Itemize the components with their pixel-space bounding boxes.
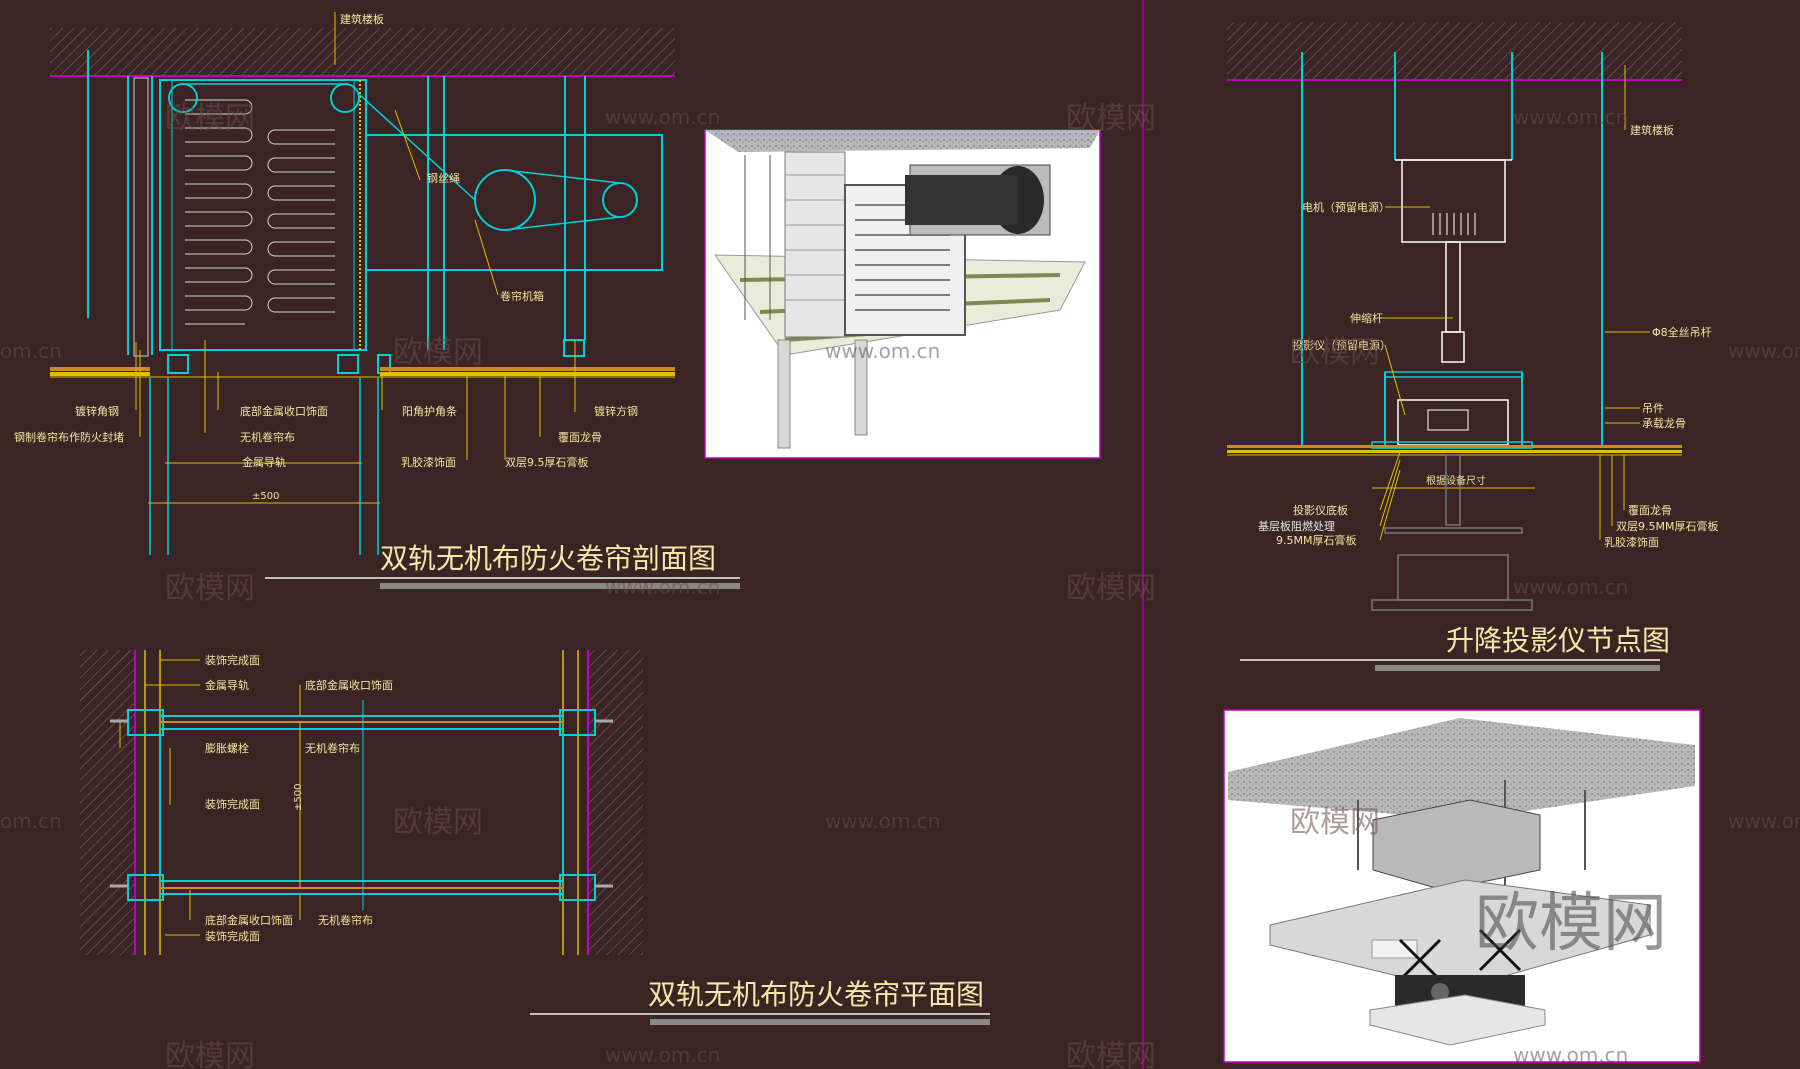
label-finish-surface-top: 装饰完成面 <box>205 653 260 667</box>
label-curtain-cloth: 无机卷帘布 <box>240 430 295 444</box>
render-base <box>1369 994 1546 1046</box>
label-finish-surface-bottom: 装饰完成面 <box>205 929 260 943</box>
plan-rails <box>127 709 596 901</box>
render-ceiling-2 <box>1269 879 1651 991</box>
render-curtain <box>784 151 846 338</box>
label-latex-paint-right: 乳胶漆饰面 <box>1604 535 1659 549</box>
label-curtain-cloth-bottom: 无机卷帘布 <box>318 913 373 927</box>
plan-drawing: 装饰完成面 金属导轨 底部金属收口饰面 膨胀螺栓 无机卷帘布 装饰完成面 底部金… <box>80 650 990 1025</box>
label-motor: 电机（预留电源） <box>1302 200 1390 214</box>
roller-wheel <box>474 169 536 231</box>
leader-lines <box>135 12 576 460</box>
gypsum-layer <box>50 367 150 371</box>
label-building-slab: 建筑楼板 <box>340 12 384 26</box>
label-bottom-trim-bottom: 底部金属收口饰面 <box>205 913 293 927</box>
label-steel-curtain-seal: 钢制卷帘布作防火封堵 <box>14 430 124 444</box>
wm-brand: 欧模网 <box>1066 1039 1156 1069</box>
watermarks: 欧模网 www.om.cn 欧模网 www.om.cn om.cn 欧模网 ww… <box>0 101 1800 1069</box>
section-labels: 建筑楼板 钢丝绳 卷帘机箱 镀锌角钢 钢制卷帘布作防火封堵 底部金属收口饰面 无… <box>14 12 638 502</box>
label-projector: 投影仪（预留电源） <box>1292 338 1391 352</box>
roller-wheel-small <box>602 182 638 218</box>
wm-url: www.om.cn <box>605 1043 720 1067</box>
label-hanger: 吊件 <box>1642 402 1664 415</box>
curtain-3d-render <box>704 129 1101 459</box>
wm-brand: 欧模网 <box>1290 805 1380 840</box>
dim-500: ±500 <box>252 491 279 502</box>
label-metal-rail: 金属导轨 <box>242 455 286 469</box>
projector-title: 升降投影仪节点图 <box>1446 624 1670 657</box>
label-cover-keel-right: 覆面龙骨 <box>1628 504 1672 517</box>
label-base-fireproof: 基层板阻燃处理 <box>1258 519 1335 533</box>
label-latex-paint: 乳胶漆饰面 <box>401 455 456 469</box>
wm-url: www.om.cn <box>1728 339 1800 363</box>
label-gypsum-95: 9.5MM厚石膏板 <box>1276 533 1356 547</box>
label-cover-keel: 覆面龙骨 <box>558 431 602 444</box>
slab-hatch <box>50 28 675 76</box>
render-slab-2 <box>1228 718 1695 820</box>
wm-brand: 欧模网 <box>165 571 255 606</box>
wm-brand: 欧模网 <box>393 805 483 840</box>
wm-url-partial: om.cn <box>0 809 62 833</box>
label-building-slab-right: 建筑楼板 <box>1630 123 1674 137</box>
render-slab <box>705 130 1100 152</box>
label-curtain-cloth-top: 无机卷帘布 <box>305 741 360 755</box>
steel-curtain-seal <box>133 77 149 357</box>
wm-url: www.om.cn <box>825 339 940 363</box>
label-expansion-bolt: 膨胀螺栓 <box>205 741 249 755</box>
wm-url: www.om.cn <box>605 105 720 129</box>
dim-500-plan: ±500 <box>293 784 304 811</box>
wm-url: www.om.cn <box>605 575 720 599</box>
wm-url-partial: om.cn <box>0 339 62 363</box>
plan-title: 双轨无机布防火卷帘平面图 <box>648 978 984 1011</box>
section-drawing: 建筑楼板 钢丝绳 卷帘机箱 镀锌角钢 钢制卷帘布作防火封堵 底部金属收口饰面 无… <box>14 12 740 589</box>
label-bearing-keel: 承载龙骨 <box>1642 417 1686 430</box>
label-rod-8: Φ8全丝吊杆 <box>1652 325 1712 339</box>
pulley <box>330 83 360 113</box>
label-galvanized-angle: 镀锌角钢 <box>75 404 119 418</box>
wm-url: www.om.cn <box>1728 809 1800 833</box>
label-double-gypsum: 双层9.5厚石膏板 <box>505 455 589 469</box>
render-motor <box>1372 799 1541 891</box>
label-finish-surface-mid: 装饰完成面 <box>205 797 260 811</box>
wm-brand-large: 欧模网 <box>1475 887 1667 961</box>
projector-box <box>1397 399 1509 446</box>
wm-url: www.om.cn <box>1513 105 1628 129</box>
label-galvanized-square: 镀锌方钢 <box>594 404 638 418</box>
plan-labels: 装饰完成面 金属导轨 底部金属收口饰面 膨胀螺栓 无机卷帘布 装饰完成面 底部金… <box>205 653 393 943</box>
projector-labels: 建筑楼板 电机（预留电源） 伸缩杆 投影仪（预留电源） Φ8全丝吊杆 吊件 承载… <box>1258 123 1718 549</box>
roller-box <box>365 134 663 271</box>
label-bottom-trim-top: 底部金属收口饰面 <box>305 678 393 692</box>
wm-brand: 欧模网 <box>165 101 255 136</box>
wm-url: www.om.cn <box>825 809 940 833</box>
label-roller-box: 卷帘机箱 <box>500 289 544 303</box>
label-double-gypsum-right: 双层9.5MM厚石膏板 <box>1616 519 1718 533</box>
label-projector-base: 投影仪底板 <box>1293 503 1348 517</box>
label-device-size: 根据设备尺寸 <box>1426 474 1486 487</box>
wm-brand: 欧模网 <box>1066 571 1156 606</box>
label-wire-rope: 钢丝绳 <box>427 171 460 185</box>
folded-curtain <box>185 99 335 325</box>
wm-url: www.om.cn <box>1513 1043 1628 1067</box>
gypsum-layer <box>380 367 675 371</box>
projector-drawing: 建筑楼板 电机（预留电源） 伸缩杆 投影仪（预留电源） Φ8全丝吊杆 吊件 承载… <box>1227 22 1718 671</box>
label-telescopic-rod: 伸缩杆 <box>1350 311 1383 325</box>
wm-brand: 欧模网 <box>1066 101 1156 136</box>
wm-brand: 欧模网 <box>165 1039 255 1069</box>
lowered-projector-ghost <box>1371 454 1533 611</box>
wm-brand: 欧模网 <box>393 335 483 370</box>
label-metal-rail: 金属导轨 <box>205 678 249 692</box>
label-corner-guard: 阳角护角条 <box>402 404 457 418</box>
wm-url: www.om.cn <box>1513 575 1628 599</box>
label-bottom-trim: 底部金属收口饰面 <box>240 404 328 418</box>
wm-brand: 欧模网 <box>1290 335 1380 370</box>
projector-3d-render <box>1223 709 1701 1063</box>
section-title: 双轨无机布防火卷帘剖面图 <box>380 542 716 575</box>
